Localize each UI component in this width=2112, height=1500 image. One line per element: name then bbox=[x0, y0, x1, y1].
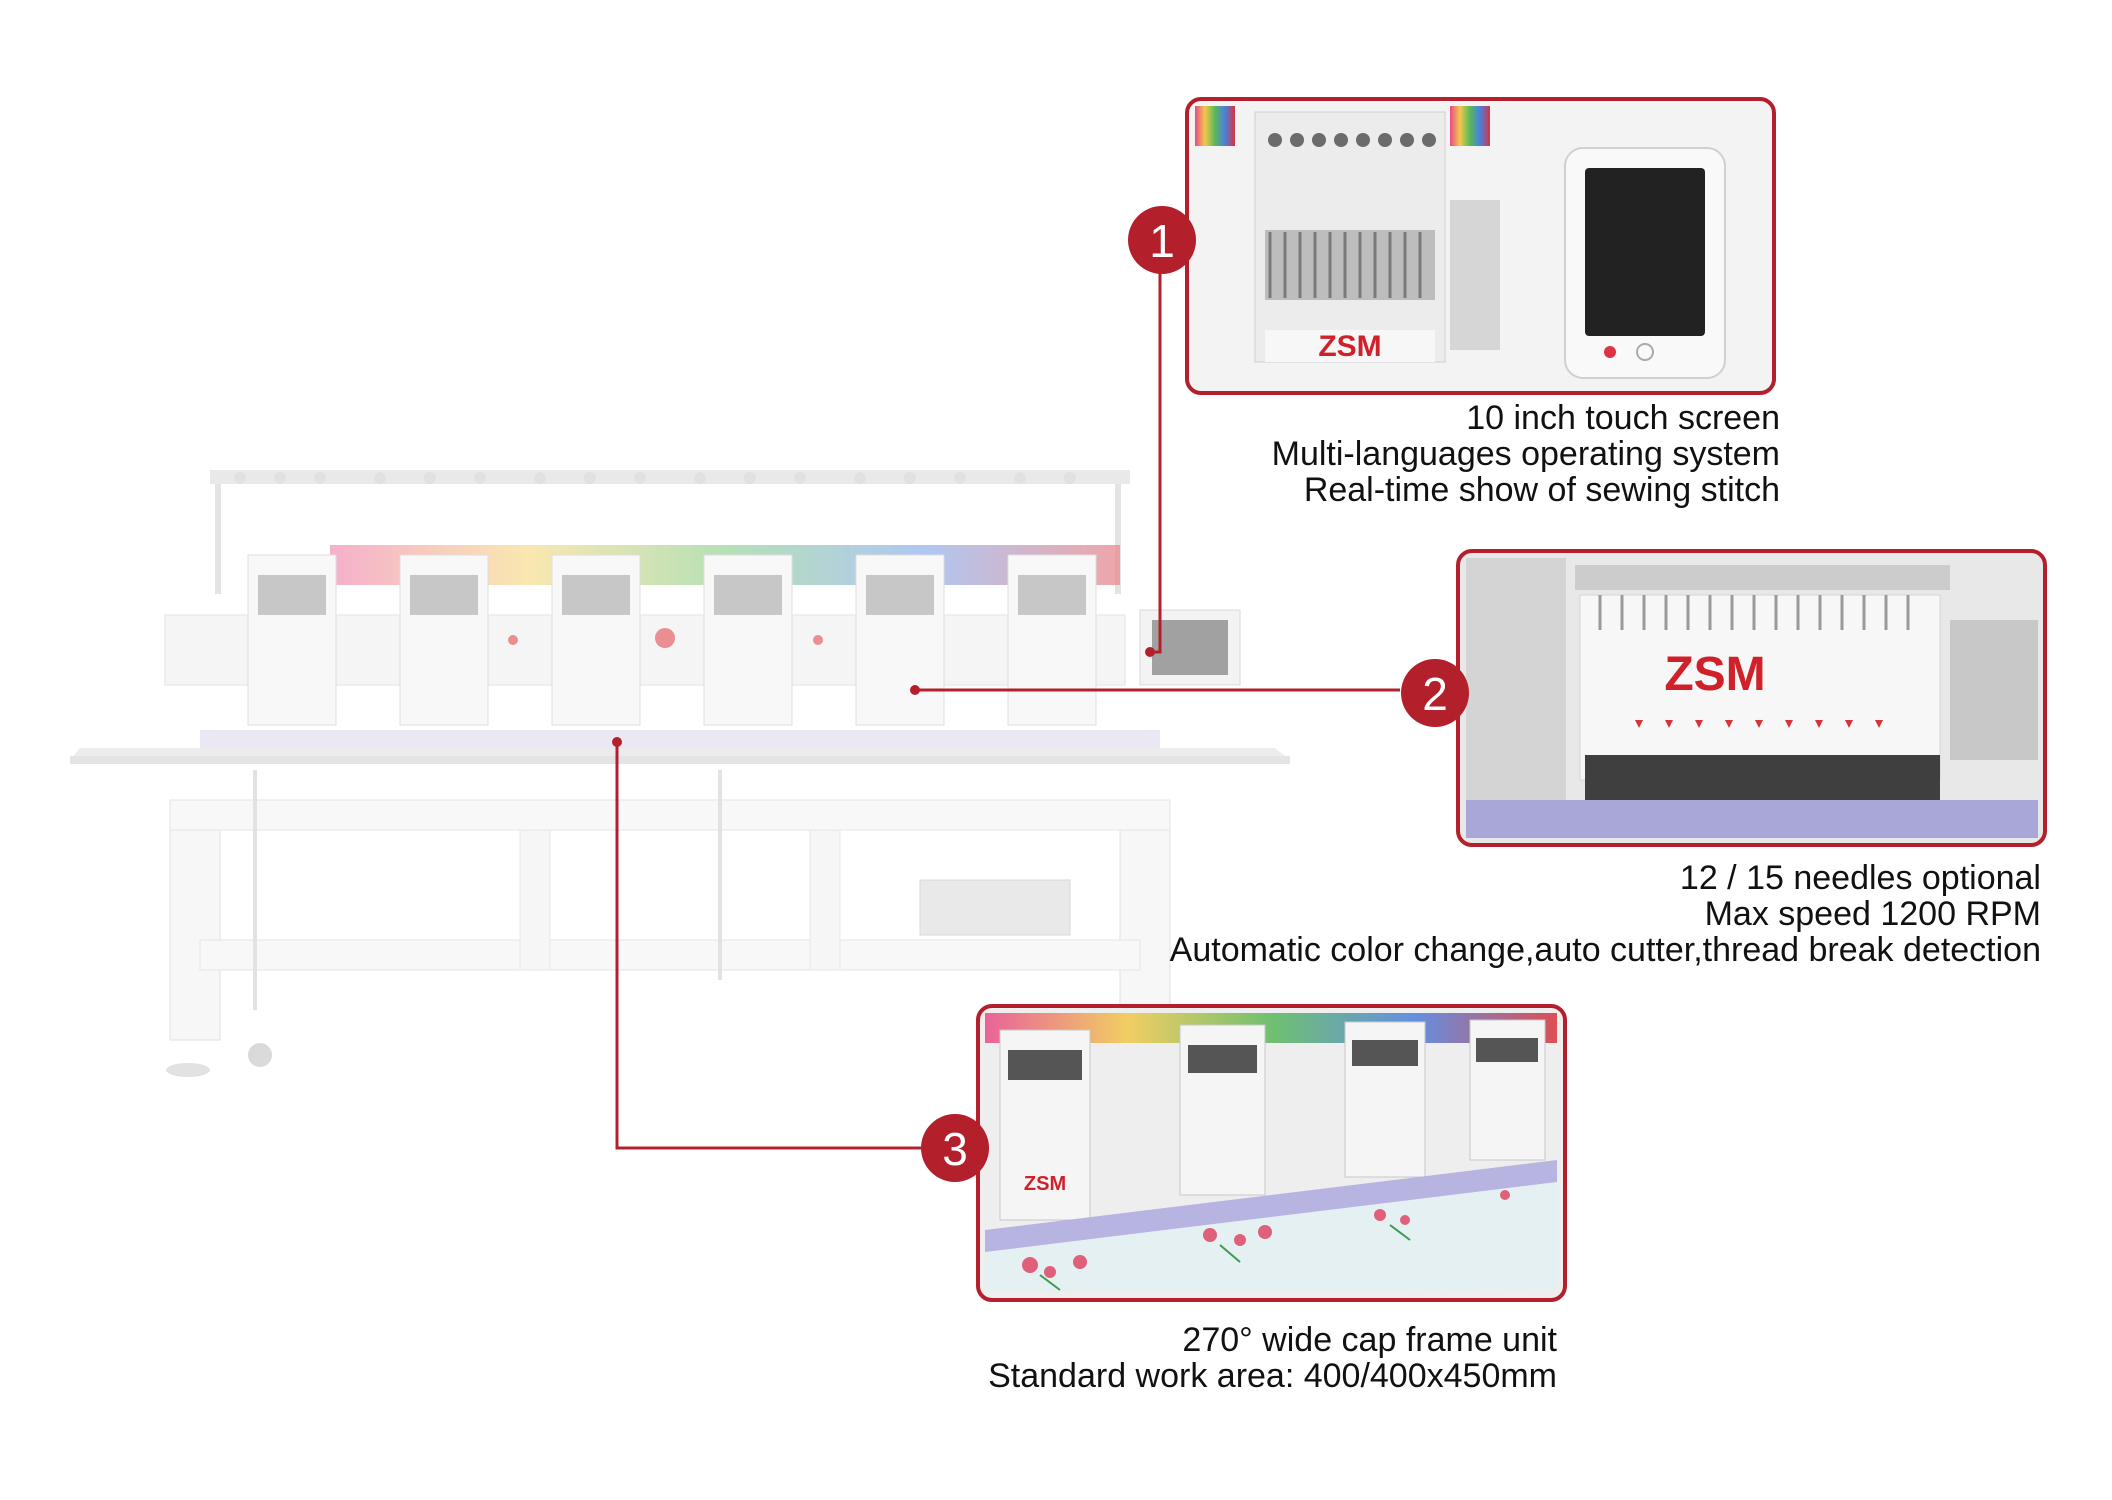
callout-1-number: 1 bbox=[1149, 215, 1175, 267]
callout-badge-2: 2 bbox=[1401, 659, 1469, 727]
callout-1-caption: 10 inch touch screen Multi-languages ope… bbox=[1272, 400, 1780, 508]
callout-badge-3: 3 bbox=[921, 1114, 989, 1182]
inset-touch-screen-photo: ZSM bbox=[1185, 97, 1776, 395]
callout-3-number: 3 bbox=[942, 1123, 968, 1175]
embroidery-machine-image bbox=[70, 470, 1290, 1077]
connector-endpoints bbox=[612, 647, 1155, 747]
callout-2-caption: 12 / 15 needles optional Max speed 1200 … bbox=[1170, 860, 2041, 968]
caption-line: Multi-languages operating system bbox=[1271, 435, 1780, 473]
caption-line: Max speed 1200 RPM bbox=[1704, 895, 2041, 933]
caption-line: Real-time show of sewing stitch bbox=[1303, 471, 1780, 509]
caption-line: 12 / 15 needles optional bbox=[1679, 859, 2041, 897]
caption-line: Standard work area: 400/400x450mm bbox=[988, 1357, 1557, 1395]
callout-badge-1: 1 bbox=[1128, 206, 1196, 274]
callout-3-caption: 270° wide cap frame unit Standard work a… bbox=[988, 1322, 1557, 1394]
caption-line: 270° wide cap frame unit bbox=[1182, 1321, 1557, 1359]
inset-3-brand-logo: ZSM bbox=[1024, 1173, 1066, 1195]
caption-line: Automatic color change,auto cutter,threa… bbox=[1169, 931, 2041, 969]
touch-screen-display bbox=[1585, 168, 1705, 336]
inset-2-brand-logo: ZSM bbox=[1664, 648, 1765, 701]
inset-needle-head-photo: ZSM bbox=[1456, 549, 2047, 847]
callout-2-number: 2 bbox=[1422, 668, 1448, 720]
inset-work-area-photo: ZSM bbox=[976, 1004, 1567, 1302]
caption-line: 10 inch touch screen bbox=[1466, 399, 1780, 437]
inset-1-brand-logo: ZSM bbox=[1318, 330, 1381, 363]
